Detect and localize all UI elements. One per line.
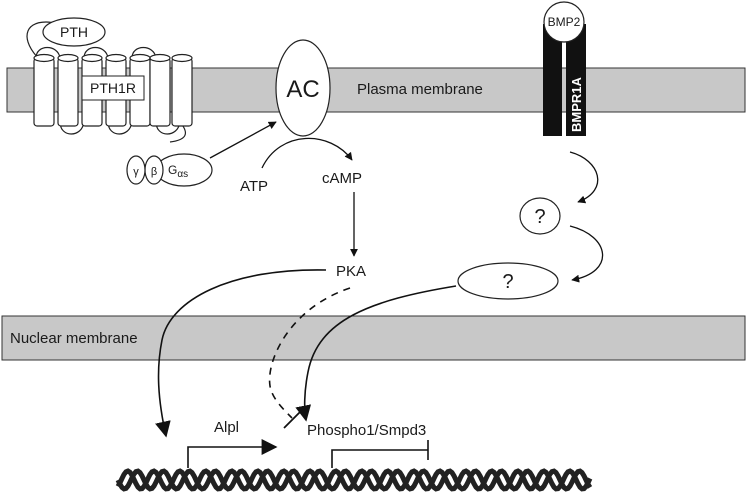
nuclear-membrane	[1, 315, 746, 361]
bmp2-label: BMP2	[548, 15, 581, 29]
g-beta-label: β	[151, 166, 157, 178]
atp-to-camp-arrow	[261, 137, 353, 169]
bmpr1a-label: BMPR1A	[569, 76, 584, 132]
unknown-intermediate-2	[457, 262, 559, 300]
unknown-intermediate-1	[519, 197, 561, 235]
g-alpha-label: Gαs	[168, 163, 188, 180]
pathway-arrows	[209, 121, 604, 283]
phospho1-smpd3-gene-label: Phospho1/Smpd3	[307, 422, 426, 439]
pka-to-alpl-arrow	[155, 269, 327, 438]
alpl-gene-label: Alpl	[214, 419, 239, 436]
unknown2-to-phospho1-arrow	[295, 285, 457, 422]
plasma-membrane-label: Plasma membrane	[357, 81, 483, 98]
g-gamma-subunit	[126, 155, 146, 185]
pka-to-phospho1-inhibition	[268, 287, 351, 419]
g-protein-to-ac-arrow	[209, 121, 277, 159]
nuclear-membrane-label: Nuclear membrane	[10, 330, 138, 347]
dna-double-helix	[115, 468, 593, 492]
unknown1-to-unknown2-arrow	[569, 225, 604, 283]
dna-strand-b	[115, 468, 593, 492]
pka-label: PKA	[336, 263, 366, 280]
g-alpha-letter: G	[168, 163, 177, 177]
unknown-intermediate-2-label: ?	[502, 271, 513, 293]
pth-label: PTH	[60, 24, 88, 40]
bmp2-ligand	[543, 1, 585, 43]
pth1r-label-box	[81, 75, 145, 101]
pth1r-label: PTH1R	[90, 80, 136, 96]
atp-label: ATP	[240, 178, 268, 195]
phospho1-promoter-inhibited	[331, 449, 428, 468]
pth-ligand	[42, 17, 106, 47]
alpl-promoter-arrow	[187, 439, 278, 468]
g-protein-complex: γ β Gαs	[126, 153, 213, 187]
g-alpha-subscript: αs	[177, 169, 188, 180]
transcription-markers	[187, 439, 429, 468]
bmpr1a-to-unknown1-arrow	[569, 151, 599, 204]
unknown-intermediate-1-label: ?	[534, 206, 545, 228]
nuclear-arrows	[155, 269, 457, 438]
adenylyl-cyclase	[275, 39, 331, 137]
ac-label: AC	[286, 76, 319, 103]
pka-to-phospho1-inhibition-bar	[283, 411, 301, 429]
g-gamma-label: γ	[133, 166, 139, 178]
camp-label: cAMP	[322, 170, 362, 187]
